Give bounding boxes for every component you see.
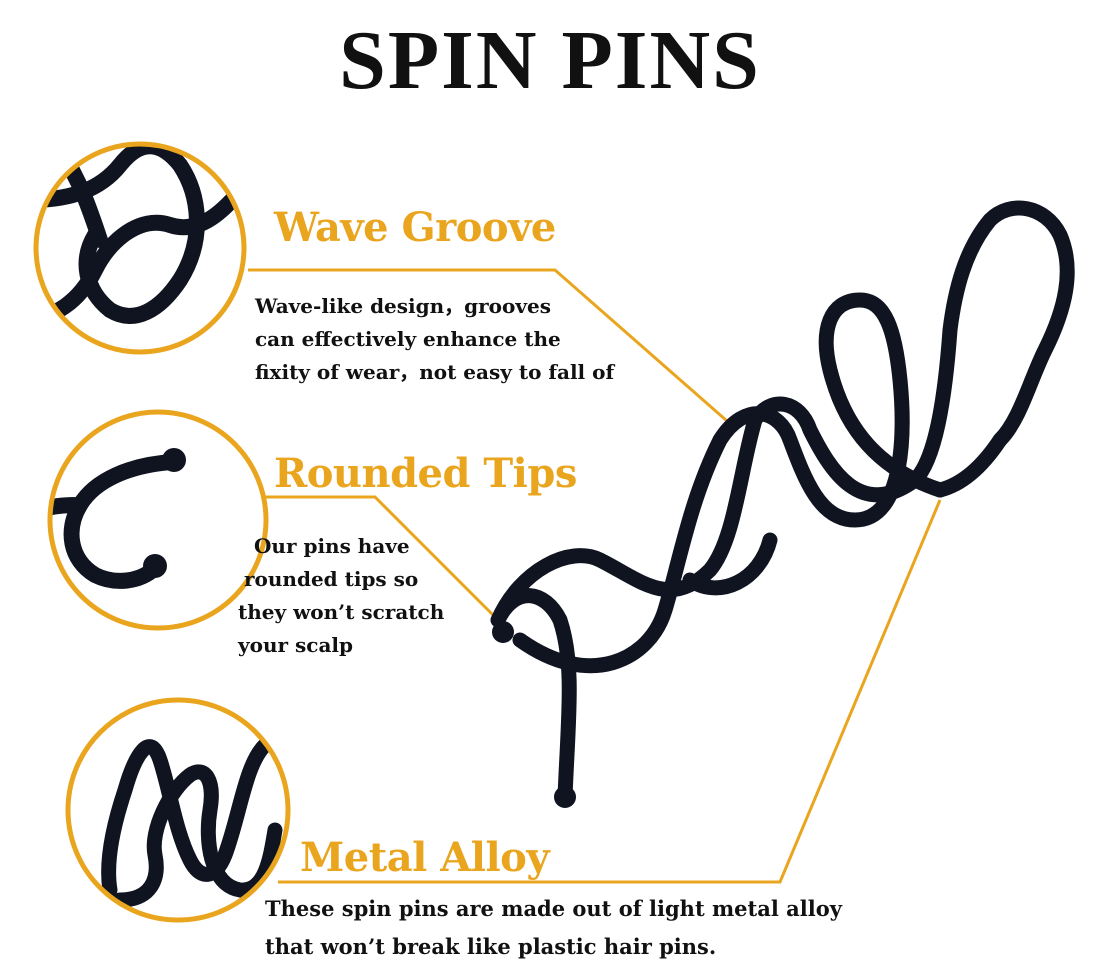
- pin-ball-tip-icon: [492, 621, 514, 643]
- description-line: that won’t break like plastic hair pins.: [265, 934, 717, 959]
- description-line: can effectively enhance the: [255, 327, 561, 351]
- metal-alloy-callout-line: [278, 499, 942, 884]
- feature-heading-rounded-tips: Rounded Tips: [274, 450, 577, 497]
- callout-lines: [248, 268, 942, 884]
- description-line: they won’t scratch: [238, 600, 445, 624]
- wave-groove-closeup-icon: [33, 141, 247, 355]
- rounded-tips-closeup-icon: [47, 409, 269, 631]
- description-line: These spin pins are made out of light me…: [265, 896, 842, 921]
- description-line: Wave-like design，grooves: [255, 294, 551, 318]
- metal-alloy-closeup-icon: [65, 697, 291, 923]
- feature-heading-wave-groove: Wave Groove: [274, 204, 556, 251]
- feature-heading-metal-alloy: Metal Alloy: [300, 834, 550, 881]
- spin-pin-icon: [490, 200, 1075, 805]
- pin-ball-tip-icon: [554, 786, 576, 808]
- wave-groove-callout-line: [248, 268, 736, 430]
- description-line: rounded tips so: [244, 567, 419, 591]
- rounded-tips-callout-line: [262, 495, 502, 624]
- feature-description-metal-alloy: These spin pins are made out of light me…: [265, 890, 842, 966]
- description-line: your scalp: [238, 633, 353, 657]
- description-line: Our pins have: [254, 534, 410, 558]
- page-title: SPIN PINS: [339, 14, 761, 107]
- description-line: fixity of wear，not easy to fall of: [255, 360, 615, 384]
- feature-description-wave-groove: Wave-like design，grooves can effectively…: [255, 290, 614, 389]
- feature-description-rounded-tips: Our pins have rounded tips so they won’t…: [238, 530, 444, 662]
